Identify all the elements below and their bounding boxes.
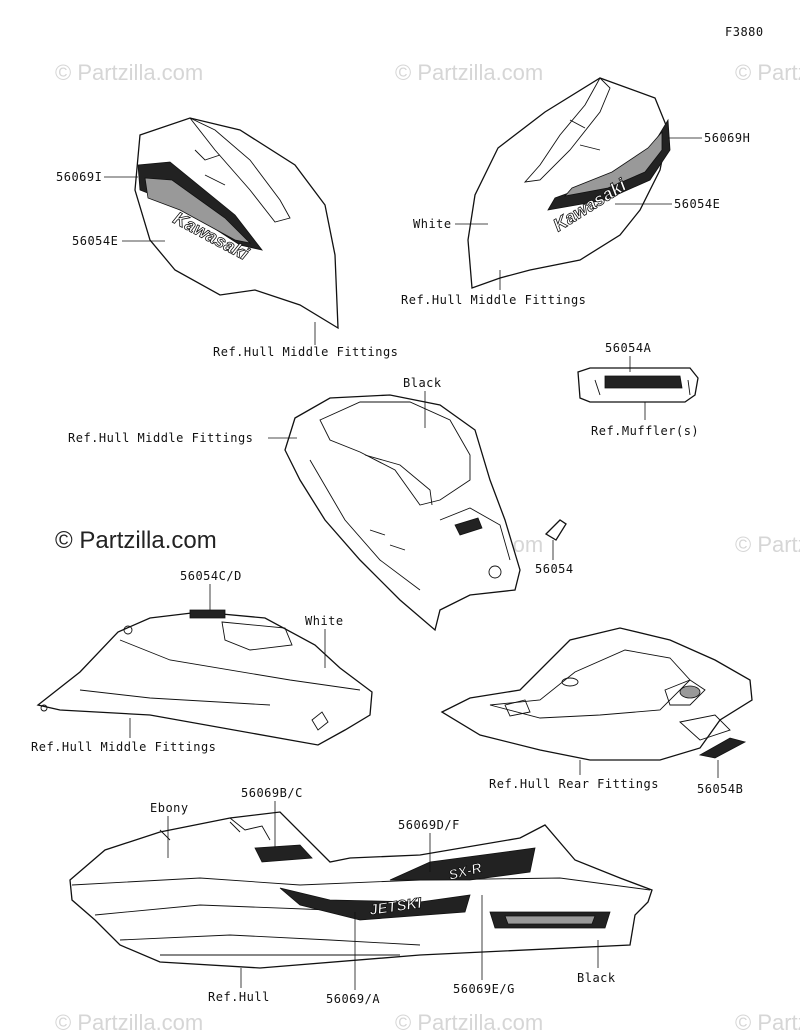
callout-56069E-G: 56069E/G (453, 982, 515, 996)
right-side-panel: Kawasaki (467, 77, 671, 289)
callout-56069H: 56069H (704, 131, 750, 145)
callout-black-2: Black (577, 971, 616, 985)
callout-56054E-left: 56054E (72, 234, 118, 248)
callout-white-2: White (305, 614, 344, 628)
callout-56054: 56054 (535, 562, 574, 576)
left-side-panel: Kawasaki (134, 117, 339, 330)
watermark: © Partzilla.com (55, 60, 203, 85)
watermark: © Partzilla.com (395, 1010, 543, 1033)
callout-ebony: Ebony (150, 801, 189, 815)
callout-ref-muffler: Ref.Muffler(s) (591, 424, 699, 438)
callout-56069D-F: 56069D/F (398, 818, 460, 832)
watermark-main: © Partzilla.com (55, 527, 217, 554)
callout-56054E-right: 56054E (674, 197, 720, 211)
callout-ref-hull-middle-2: Ref.Hull Middle Fittings (401, 293, 586, 307)
muffler-decal (577, 367, 699, 403)
watermark: © Partzilla.com (735, 532, 800, 557)
callout-56054C-D: 56054C/D (180, 569, 242, 583)
hull: SX-R JETSKI (69, 811, 653, 969)
callout-ref-hull-rear: Ref.Hull Rear Fittings (489, 777, 659, 791)
watermark: © Partzilla.com (55, 1010, 203, 1033)
middle-deck (284, 394, 567, 632)
watermark: © Partzilla.com (395, 60, 543, 85)
callout-ref-hull-middle-3: Ref.Hull Middle Fittings (68, 431, 253, 445)
callout-56054B: 56054B (697, 782, 743, 796)
seat-cover (36, 609, 373, 746)
callout-ref-hull: Ref.Hull (208, 990, 270, 1004)
callout-ref-hull-middle-4: Ref.Hull Middle Fittings (31, 740, 216, 754)
watermark: © Partzilla.com (735, 1010, 800, 1033)
callout-56069B-C: 56069B/C (241, 786, 303, 800)
callout-white-1: White (413, 217, 452, 231)
callout-black-1: Black (403, 376, 442, 390)
callout-56069-A: 56069/A (326, 992, 380, 1006)
callout-56054A: 56054A (605, 341, 652, 355)
rear-deck (440, 627, 753, 761)
callout-56069I: 56069I (56, 170, 102, 184)
watermark: © Partzilla.com (735, 60, 800, 85)
callout-ref-hull-middle-1: Ref.Hull Middle Fittings (213, 345, 398, 359)
figure-code: F3880 (725, 25, 764, 39)
